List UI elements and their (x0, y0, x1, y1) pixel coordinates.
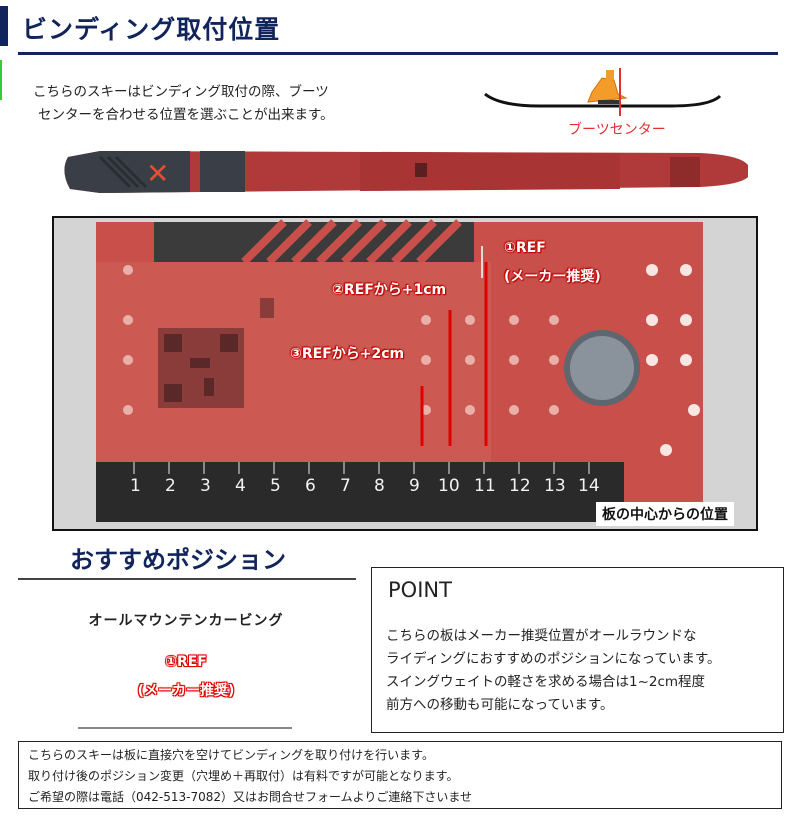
recommended-bottom-divider (78, 727, 292, 729)
center-caption: 板の中心からの位置 (596, 502, 734, 526)
ruler-number: 7 (340, 476, 351, 496)
point-text-line-3: スイングウェイトの軽さを求める場合は1~2cm程度 (386, 674, 706, 690)
ruler-number: 2 (165, 476, 176, 496)
ruler-number: 9 (409, 476, 420, 496)
intro-text-line-2: センターを合わせる位置を選ぶことが出来ます。 (38, 107, 334, 123)
title-accent (0, 6, 8, 46)
ruler-number: 4 (235, 476, 246, 496)
recommended-title: おすすめポジション (70, 546, 286, 574)
ruler-number: 12 (509, 476, 531, 496)
footer-text-line-1: こちらのスキーは板に直接穴を空けてビンディングを取り付けを行います。 (28, 748, 434, 762)
binding-icon (587, 70, 628, 104)
ruler-number: 1 (130, 476, 141, 496)
footer-notice-box (18, 741, 782, 809)
intro-text-line-1: こちらのスキーはビンディング取付の際、ブーツ (33, 84, 329, 100)
ref-label: ①REF (504, 240, 546, 256)
footer-text-line-3: ご希望の際は電話（042-513-7082）又はお問合せフォームよりご連絡下さい… (28, 790, 473, 804)
ruler-number: 3 (200, 476, 211, 496)
ruler-number: 6 (305, 476, 316, 496)
ruler-number: 5 (270, 476, 281, 496)
riding-style: オールマウンテンカービング (88, 613, 284, 629)
title-underline (18, 52, 778, 55)
point-title: POINT (388, 578, 452, 602)
ruler-number: 14 (578, 476, 600, 496)
point-text-line-2: ライディングにおすすめのポジションになっています。 (386, 651, 721, 667)
plus1-label: ②REFから+1cm (332, 282, 447, 298)
ruler-number: 11 (474, 476, 496, 496)
point-text-line-1: こちらの板はメーカー推奨位置がオールラウンドな (386, 628, 697, 644)
point-text-line-4: 前方への移動も可能になっています。 (386, 697, 614, 713)
ruler-number: 10 (438, 476, 460, 496)
recommended-divider (18, 578, 356, 580)
ruler-number: 8 (374, 476, 385, 496)
side-rule (0, 60, 2, 100)
page-title: ビンディング取付位置 (22, 15, 281, 44)
ruler-number: 13 (544, 476, 566, 496)
recommended-position-sub: (メーカー推奨) (137, 683, 235, 699)
recommended-position: ①REF (165, 654, 207, 670)
point-box (371, 567, 784, 733)
ref-sub-label: (メーカー推奨) (504, 269, 601, 285)
boot-center-diagram (484, 68, 722, 116)
boot-center-label: ブーツセンター (568, 122, 666, 138)
svg-text:✕: ✕ (146, 157, 169, 190)
footer-text-line-2: 取り付け後のポジション変更（穴埋め＋再取付）は有料ですが可能となります。 (28, 769, 459, 783)
plus2-label: ③REFから+2cm (290, 346, 405, 362)
ski-image: ✕ (64, 151, 748, 193)
mounting-photo (54, 218, 756, 529)
